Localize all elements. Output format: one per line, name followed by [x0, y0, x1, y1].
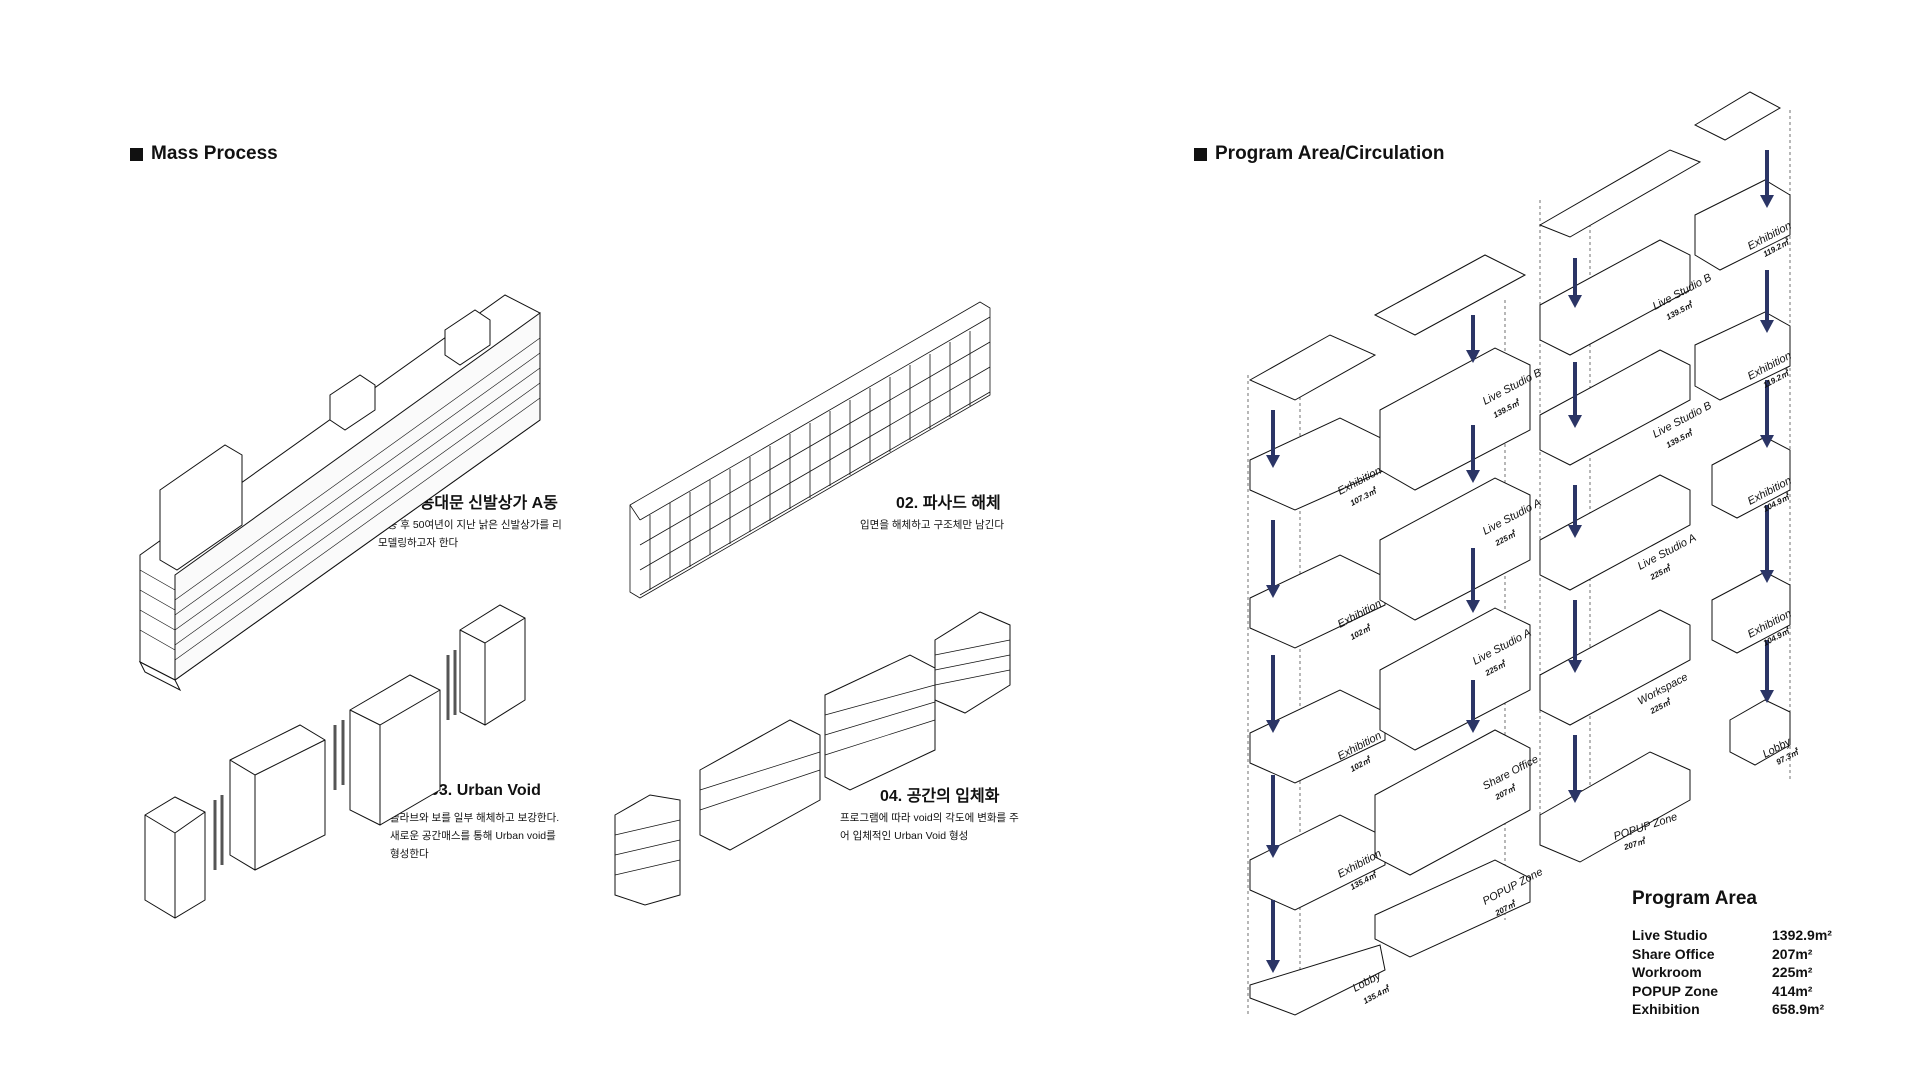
step-3-title: 03. Urban Void	[430, 782, 541, 799]
program-area-row: Live Studio 1392.9m²	[1632, 926, 1862, 945]
program-value: 658.9m²	[1772, 1001, 1825, 1017]
program-area-row: Share Office 207m²	[1632, 945, 1862, 964]
program-circulation-title: Program Area/Circulation	[1194, 143, 1444, 165]
program-value: 1392.9m²	[1772, 927, 1832, 943]
step-1-desc: 완공 후 50여년이 지난 낡은 신발상가를 리모델링하고자 한다	[378, 519, 562, 549]
program-area-title: Program Area	[1632, 888, 1757, 909]
stacked-masses-axonometric	[614, 611, 1011, 906]
step-2-desc: 입면을 해체하고 구조체만 남긴다	[860, 519, 1004, 531]
program-name: POPUP Zone	[1632, 982, 1719, 999]
program-area-row: Workroom 225m²	[1632, 963, 1862, 982]
step-1-title: 01. 동대문 신발상가 A동	[393, 495, 558, 512]
program-stack-left	[1247, 254, 1531, 1016]
program-name: Share Office	[1632, 945, 1715, 962]
square-bullet-icon	[1194, 147, 1207, 161]
program-area-table: Live Studio 1392.9m² Share Office 207m² …	[1632, 926, 1862, 1019]
step-2-title: 02. 파사드 해체	[896, 495, 1001, 512]
frame-axonometric	[629, 301, 991, 599]
square-bullet-icon	[130, 147, 143, 161]
program-value: 225m²	[1772, 964, 1813, 980]
program-area-row: POPUP Zone 414m²	[1632, 982, 1862, 1001]
urban-void-axonometric	[144, 604, 526, 919]
program-value: 207m²	[1772, 945, 1813, 962]
program-name: Workroom	[1632, 964, 1702, 980]
step-3-desc: 슬라브와 보를 일부 해체하고 보강한다. 새로운 공간매스를 통해 Urban…	[390, 812, 560, 860]
step-4-desc: 프로그램에 따라 void의 각도에 변화를 주어 입체적인 Urban Voi…	[840, 812, 1019, 842]
program-area-row: Exhibition 658.9m²	[1632, 1000, 1862, 1019]
program-value: 414m²	[1772, 982, 1813, 999]
step-4-title: 04. 공간의 입체화	[880, 788, 1000, 805]
program-name: Live Studio	[1632, 927, 1708, 943]
circulation-arrows	[1266, 150, 1774, 973]
program-name: Exhibition	[1632, 1001, 1700, 1017]
program-stack-right	[1538, 91, 1791, 863]
mass-process-title: Mass Process	[130, 143, 278, 165]
building-axonometric	[138, 294, 541, 692]
